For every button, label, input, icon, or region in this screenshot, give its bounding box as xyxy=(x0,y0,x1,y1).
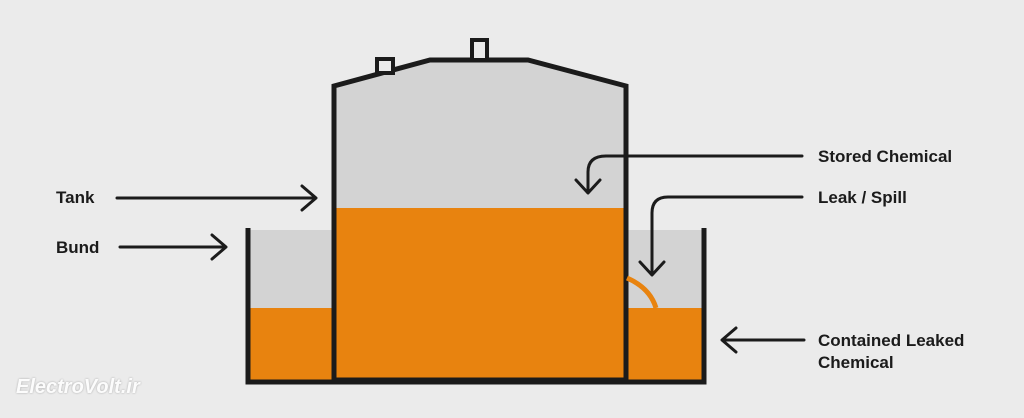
stored-chemical-label: Stored Chemical xyxy=(818,147,953,166)
stored-chemical-fill xyxy=(334,208,626,380)
tank-outline xyxy=(331,57,629,383)
stored-chemical-arrow xyxy=(574,154,804,195)
leak-spill-arrow xyxy=(638,195,804,277)
contained-leaked-label-line1: Contained Leaked xyxy=(818,331,965,350)
bund-label: Bund xyxy=(56,238,100,257)
tank-label: Tank xyxy=(56,188,95,207)
watermark: ElectroVolt.ir xyxy=(16,376,140,398)
tank-vent-left xyxy=(375,57,395,75)
leak-stream xyxy=(625,275,659,309)
tank-arrow xyxy=(115,184,318,212)
leak-spill-label: Leak / Spill xyxy=(818,188,907,207)
tank-vent-right xyxy=(470,38,489,62)
contained-leaked-label-line2: Chemical xyxy=(818,353,894,372)
bund-arrow xyxy=(118,233,228,261)
contained-chemical-arrow xyxy=(720,326,806,354)
